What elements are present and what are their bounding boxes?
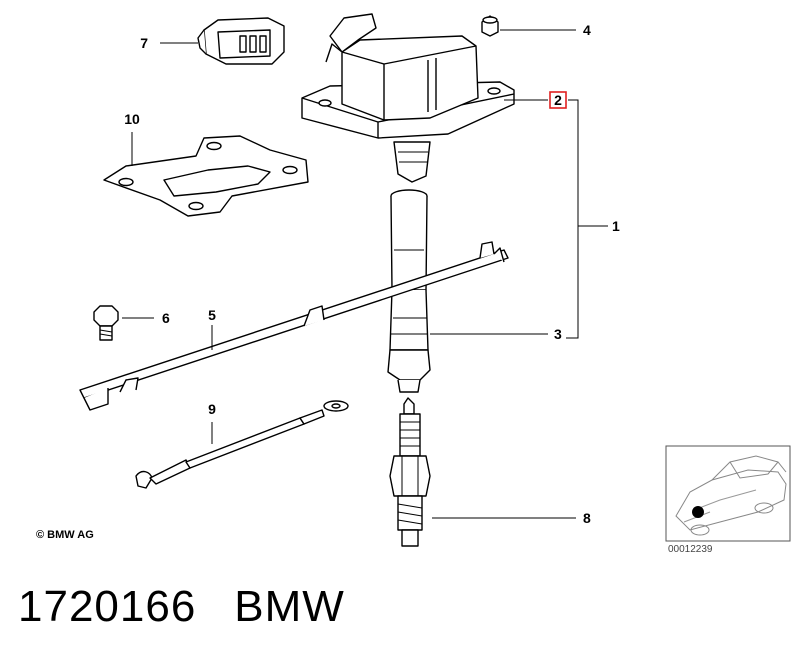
callout-7: 7 — [140, 35, 148, 51]
callout-2-highlight-box — [549, 91, 567, 109]
callout-10: 10 — [124, 111, 140, 127]
callout-3: 3 — [554, 326, 562, 342]
callout-5: 5 — [208, 307, 216, 323]
ground-cable-part — [135, 400, 349, 489]
callout-8: 8 — [583, 510, 591, 526]
cable-rail-part — [79, 241, 509, 411]
thumbnail-id: 00012239 — [668, 544, 713, 555]
brand-name: BMW — [234, 582, 345, 631]
location-marker-dot — [692, 506, 704, 518]
spark-plug-part — [389, 397, 431, 547]
bolt-part — [93, 305, 119, 341]
callout-6: 6 — [162, 310, 170, 326]
callout-1: 1 — [612, 218, 620, 234]
ignition-coil-part — [301, 13, 515, 183]
vehicle-thumbnail: 00012239 — [665, 445, 791, 555]
callout-2: 2 — [554, 92, 562, 108]
part-number: 1720166 — [18, 582, 197, 631]
callout-labels: 7 4 2 1 3 10 6 5 9 8 — [124, 22, 620, 526]
callout-4: 4 — [583, 22, 591, 38]
copyright-notice: © BMW AG — [36, 529, 94, 541]
connector-part — [197, 17, 285, 65]
callout-9: 9 — [208, 401, 216, 417]
leader-lines — [122, 29, 608, 519]
nut-part — [481, 15, 499, 37]
gasket-part — [103, 135, 309, 217]
footer-caption: 1720166 BMW — [18, 582, 345, 632]
